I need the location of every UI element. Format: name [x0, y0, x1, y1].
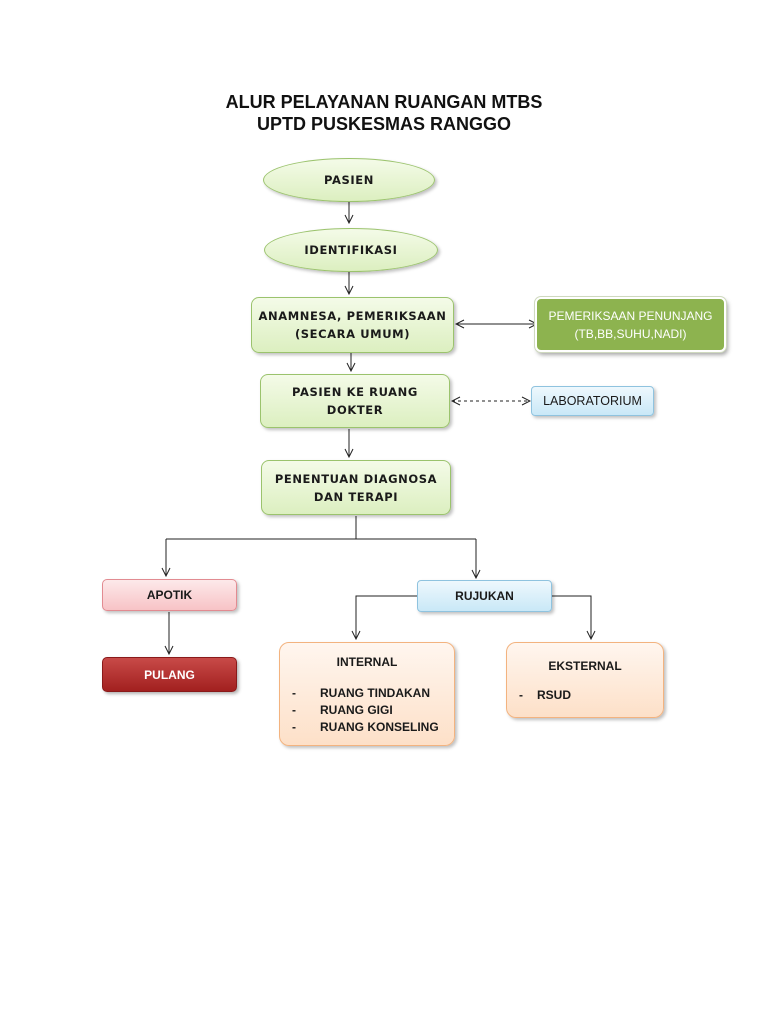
- diagram-title-line1: ALUR PELAYANAN RUANGAN MTBS: [225, 92, 543, 112]
- node-apotik-label: APOTIK: [146, 588, 193, 602]
- node-ruang-dokter-line2: DOKTER: [326, 403, 384, 417]
- node-internal: INTERNAL -RUANG TINDAKAN -RUANG GIGI -RU…: [279, 642, 455, 746]
- internal-list: -RUANG TINDAKAN -RUANG GIGI -RUANG KONSE…: [280, 685, 454, 736]
- node-laboratorium: LABORATORIUM: [531, 386, 654, 416]
- node-ruang-dokter-line1: PASIEN KE RUANG: [292, 385, 418, 399]
- node-pulang-label: PULANG: [144, 667, 195, 682]
- node-pasien-label: PASIEN: [324, 173, 374, 187]
- node-internal-title: INTERNAL: [336, 655, 398, 669]
- node-eksternal-title: EKSTERNAL: [548, 659, 622, 673]
- arrow-rujukan-eksternal: [552, 595, 591, 639]
- node-diagnosa: PENENTUAN DIAGNOSA DAN TERAPI: [261, 460, 451, 515]
- node-pemeriksaan-penunjang: PEMERIKSAAN PENUNJANG (TB,BB,SUHU,NADI): [535, 297, 726, 352]
- node-anamnesa-line1: ANAMNESA, PEMERIKSAAN: [258, 309, 447, 323]
- eksternal-list: -RSUD: [507, 687, 663, 704]
- node-penunjang-line1: PEMERIKSAAN PENUNJANG: [548, 308, 713, 323]
- node-identifikasi-label: IDENTIFIKASI: [304, 243, 398, 257]
- internal-list-item: -RUANG KONSELING: [292, 720, 439, 734]
- internal-list-item: -RUANG GIGI: [292, 703, 393, 717]
- node-pasien: PASIEN: [263, 158, 435, 202]
- diagram-title-line2: UPTD PUSKESMAS RANGGO: [256, 114, 512, 134]
- node-laboratorium-label: LABORATORIUM: [543, 394, 642, 408]
- node-pulang: PULANG: [102, 657, 237, 692]
- node-rujukan-label: RUJUKAN: [455, 589, 514, 603]
- node-ruang-dokter: PASIEN KE RUANG DOKTER: [260, 374, 450, 428]
- node-anamnesa-line2: (SECARA UMUM): [294, 327, 411, 341]
- node-anamnesa: ANAMNESA, PEMERIKSAAN (SECARA UMUM): [251, 297, 454, 353]
- node-eksternal: EKSTERNAL -RSUD: [506, 642, 664, 718]
- node-penunjang-line2: (TB,BB,SUHU,NADI): [574, 326, 687, 341]
- node-rujukan: RUJUKAN: [417, 580, 552, 612]
- node-diagnosa-line1: PENENTUAN DIAGNOSA: [274, 471, 438, 486]
- arrow-rujukan-internal: [356, 595, 417, 639]
- node-identifikasi: IDENTIFIKASI: [264, 228, 438, 272]
- node-diagnosa-line2: DAN TERAPI: [313, 489, 399, 504]
- node-apotik: APOTIK: [102, 579, 237, 611]
- eksternal-list-item: -RSUD: [519, 688, 572, 702]
- connector-diagnosa-split: [166, 516, 357, 540]
- internal-list-item: -RUANG TINDAKAN: [292, 686, 430, 700]
